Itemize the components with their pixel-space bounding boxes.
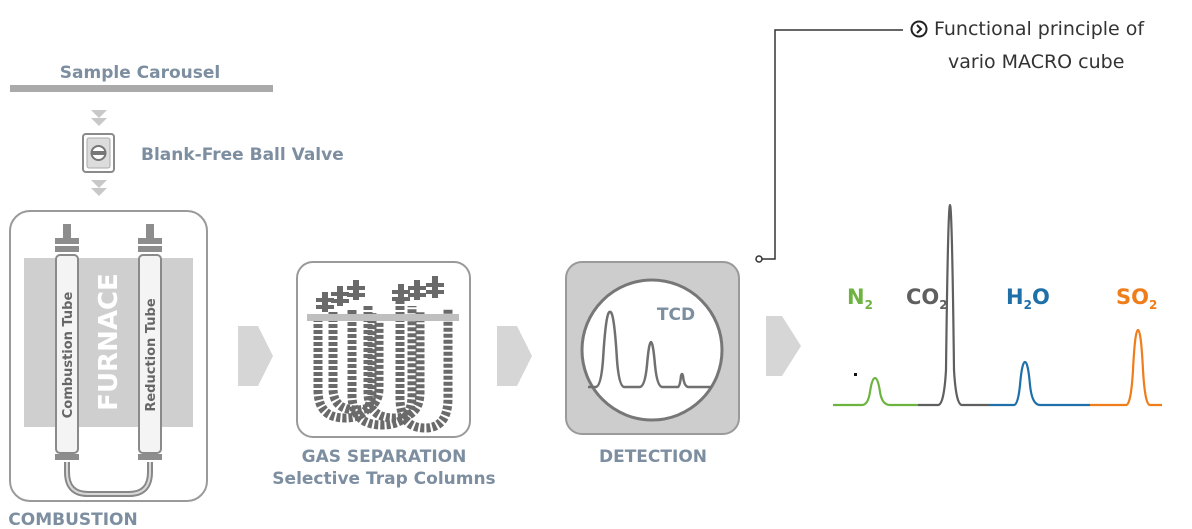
- leader-end-dot: [755, 255, 763, 263]
- tcd-signal: [588, 310, 712, 389]
- furnace-label: FURNACE: [94, 273, 124, 411]
- callout-title[interactable]: Functional principle of vario MACRO cube: [910, 14, 1144, 77]
- trap-columns-label: Selective Trap Columns: [272, 469, 495, 489]
- ball-valve-icon: [82, 133, 115, 173]
- flow-arrow: [497, 326, 532, 386]
- chromatogram: [833, 203, 1162, 407]
- column-rail: [307, 314, 459, 321]
- combustion-label: COMBUSTION: [8, 510, 137, 529]
- gas-separation-label: GAS SEPARATION: [302, 447, 467, 467]
- callout-line-2: vario MACRO cube: [948, 51, 1125, 73]
- tcd-label: TCD: [657, 305, 695, 325]
- callout-line-1: Functional principle of: [910, 14, 1144, 47]
- so2-peak: [1090, 328, 1162, 407]
- gas-label-h2o: H2O: [1006, 285, 1050, 313]
- co2-peak: [918, 203, 990, 407]
- down-chevron-icon: [91, 110, 107, 126]
- callout-leader: [759, 29, 903, 260]
- gas-label-co2: CO2: [906, 285, 948, 313]
- reduction-tube: [138, 224, 162, 460]
- furnace-panel: [24, 258, 193, 427]
- trap-columns: [313, 300, 453, 433]
- sample-carousel-label: Sample Carousel: [60, 63, 220, 83]
- down-chevron-icon: [91, 180, 107, 196]
- baseline-marker: [854, 373, 857, 376]
- callout-line-1-text: Functional principle of: [934, 18, 1145, 40]
- h2o-peak: [990, 360, 1090, 407]
- gas-label-n2: N2: [847, 285, 873, 313]
- sample-carousel-bar: [10, 85, 273, 92]
- flow-arrow: [766, 316, 801, 376]
- combustion-tube: [55, 224, 79, 460]
- column-caps: [316, 276, 444, 312]
- flow-arrow: [238, 326, 273, 386]
- circle-chevron-right-icon: [910, 17, 928, 47]
- tcd-detector: [580, 278, 724, 422]
- n2-peak: [833, 376, 918, 407]
- detection-label: DETECTION: [599, 447, 707, 467]
- reduction-tube-label: Reduction Tube: [144, 298, 159, 411]
- gas-label-so2: SO2: [1116, 285, 1158, 313]
- ball-valve-label: Blank-Free Ball Valve: [141, 145, 344, 165]
- combustion-tube-label: Combustion Tube: [61, 292, 76, 419]
